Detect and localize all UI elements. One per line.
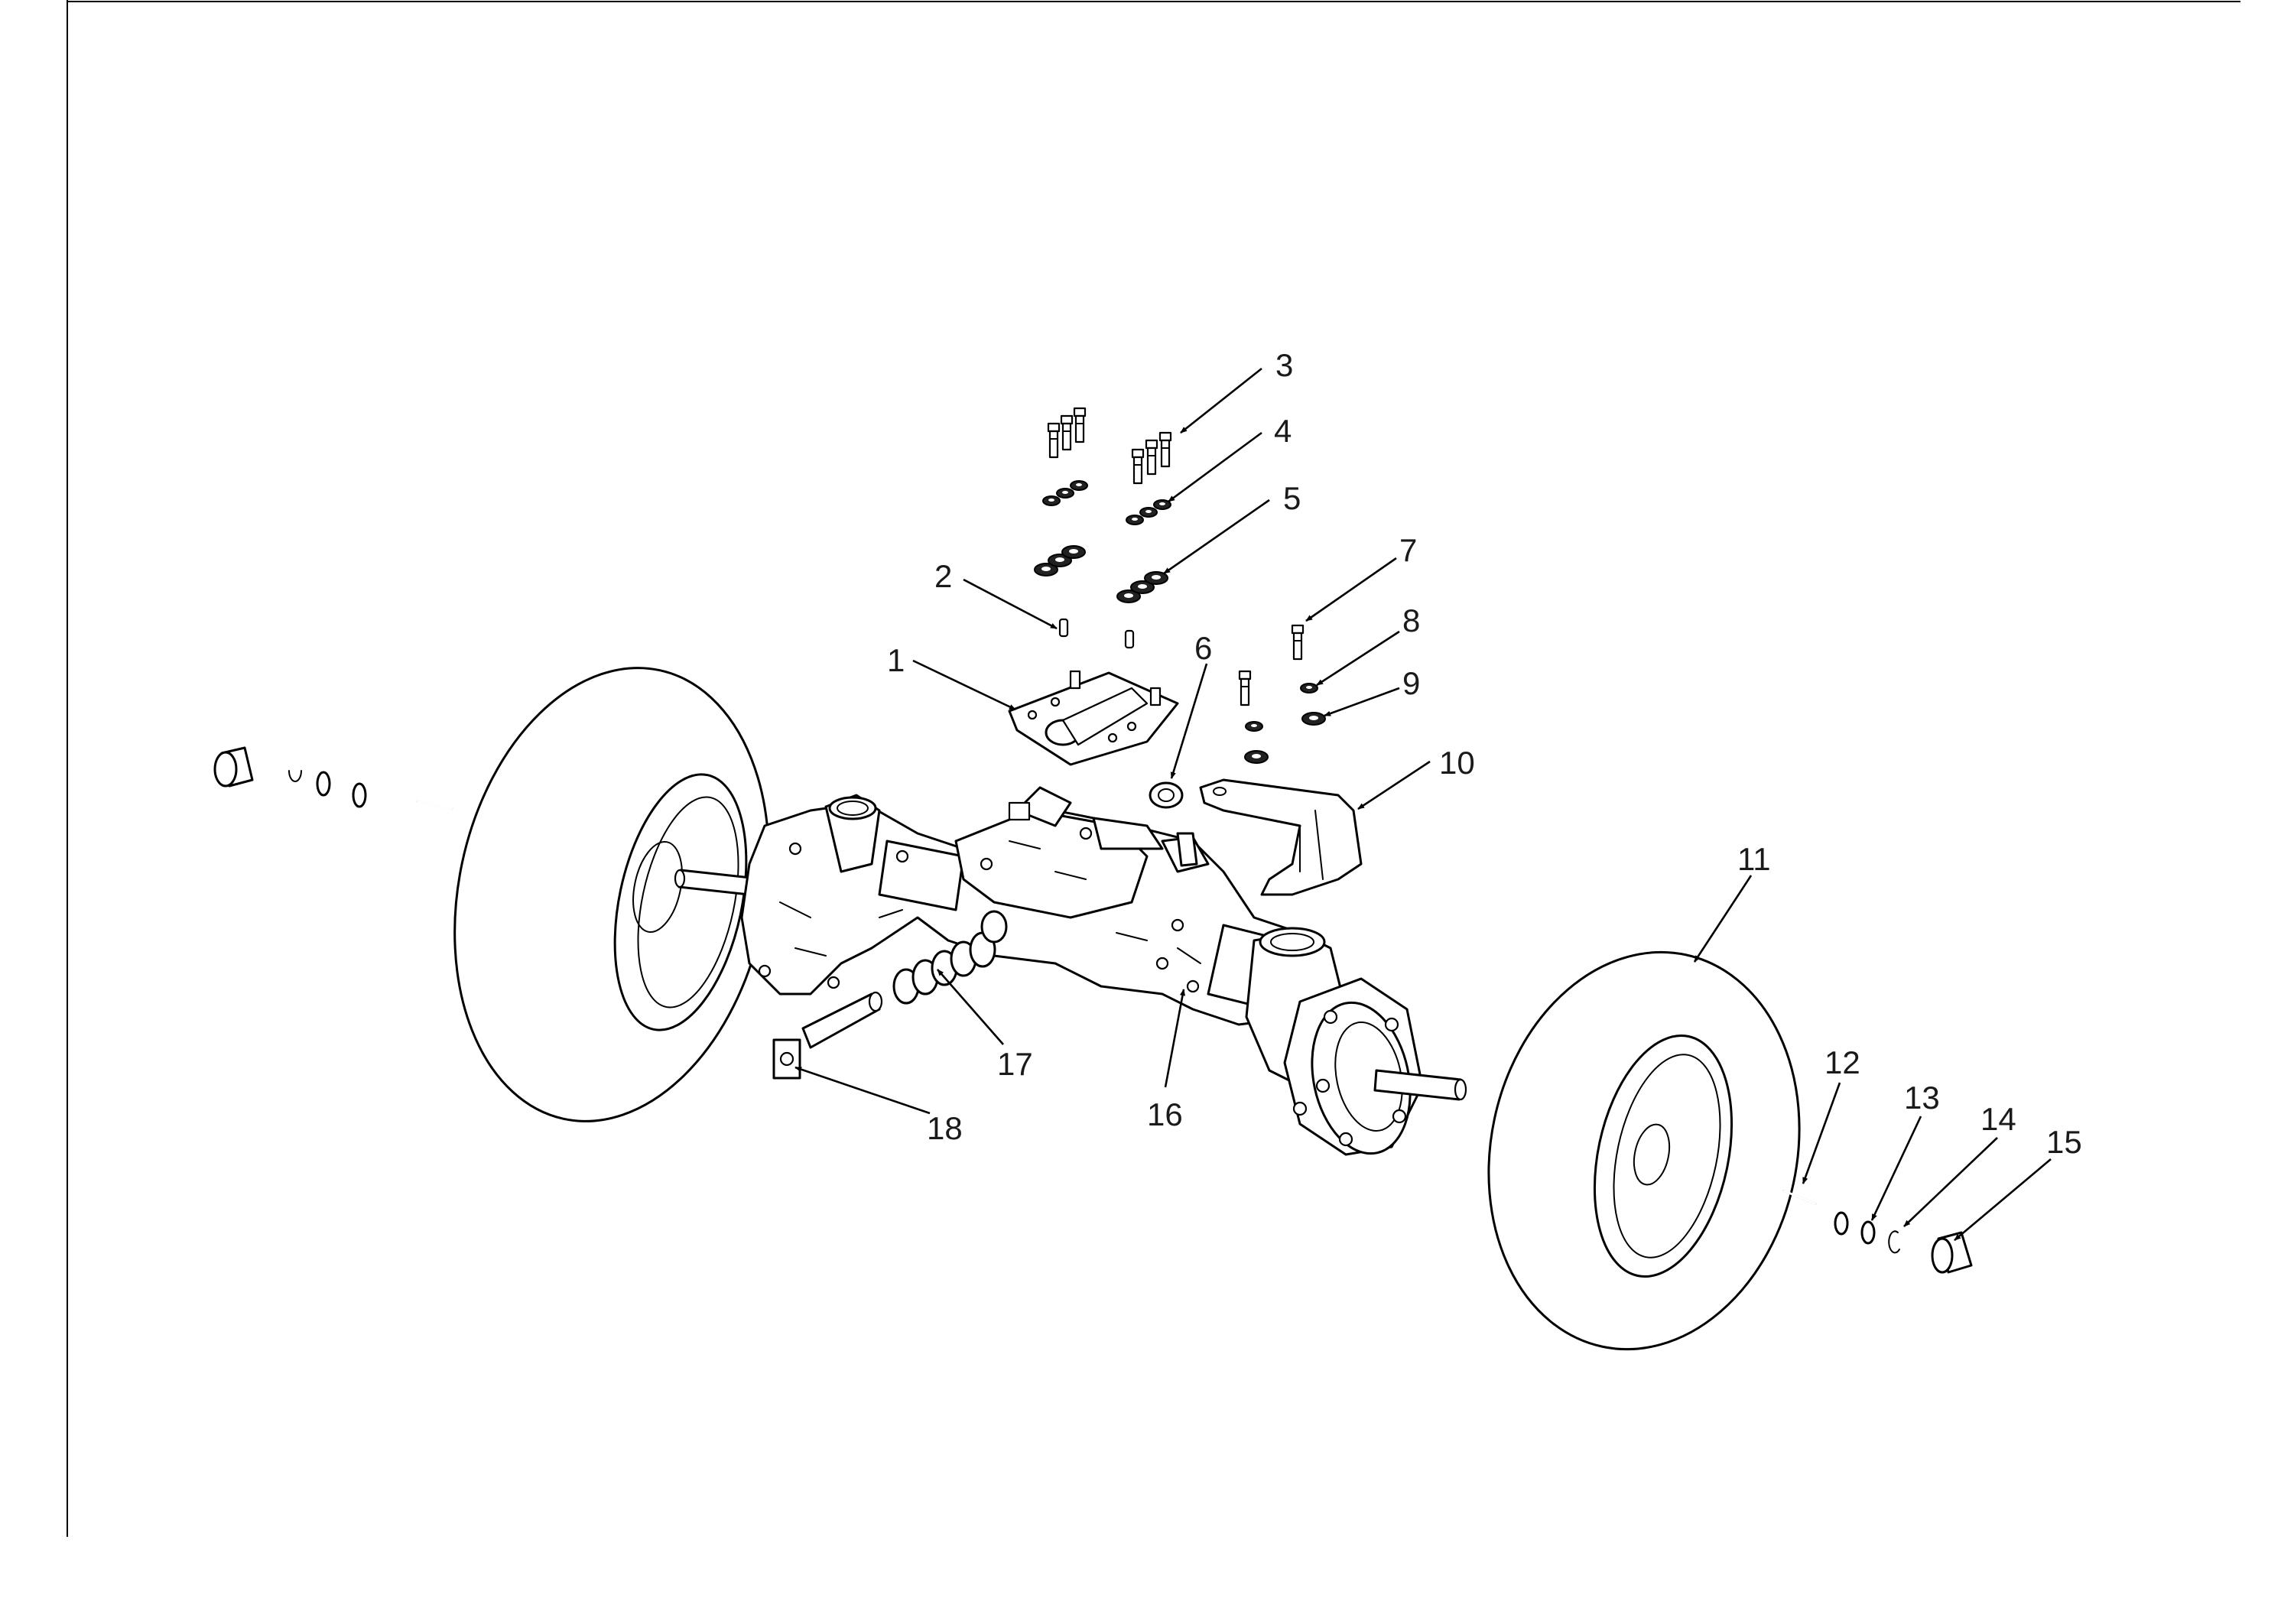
bracket — [1199, 778, 1363, 896]
callout-9: 9 — [1402, 665, 1420, 701]
callout-12: 12 — [1824, 1044, 1860, 1080]
callout-17: 17 — [997, 1046, 1033, 1082]
leader-lines — [794, 367, 2052, 1241]
callout-8: 8 — [1402, 603, 1420, 638]
mounting-plate — [1008, 670, 1179, 766]
callout-1: 1 — [887, 642, 905, 678]
callout-4: 4 — [1274, 413, 1292, 449]
callout-11: 11 — [1737, 841, 1771, 877]
spacer — [1149, 781, 1184, 809]
flat-washers — [1034, 545, 1168, 603]
dowel-pins — [1058, 618, 1135, 649]
lock-washers — [1042, 480, 1171, 525]
shaft-with-plate — [772, 991, 883, 1080]
right-axle-shaft — [1373, 1069, 1467, 1101]
callout-7: 7 — [1399, 532, 1417, 568]
callout-5: 5 — [1283, 480, 1301, 516]
callout-16: 16 — [1147, 1096, 1183, 1132]
left-wheel — [453, 667, 770, 1122]
right-wheel — [1487, 950, 1801, 1351]
bolts — [1047, 407, 1172, 485]
callout-13: 13 — [1904, 1080, 1940, 1116]
callout-15: 15 — [2046, 1124, 2082, 1160]
left-hub-parts — [213, 746, 453, 810]
callout-labels: 3 4 5 2 1 6 7 8 9 10 11 12 13 14 15 16 1… — [887, 347, 2082, 1160]
callout-10: 10 — [1439, 745, 1475, 781]
page-frame — [67, 0, 2240, 1537]
callout-14: 14 — [1980, 1101, 2016, 1137]
coupler-spring — [892, 910, 1008, 1005]
bracket-bolts — [1238, 624, 1326, 764]
callout-6: 6 — [1194, 630, 1212, 666]
right-hub-drum — [1283, 977, 1424, 1156]
transaxle-housing — [740, 786, 1347, 1087]
right-hub-parts — [1782, 1189, 1973, 1274]
callout-3: 3 — [1275, 347, 1293, 383]
callout-18: 18 — [927, 1110, 963, 1146]
callout-2: 2 — [934, 558, 952, 594]
